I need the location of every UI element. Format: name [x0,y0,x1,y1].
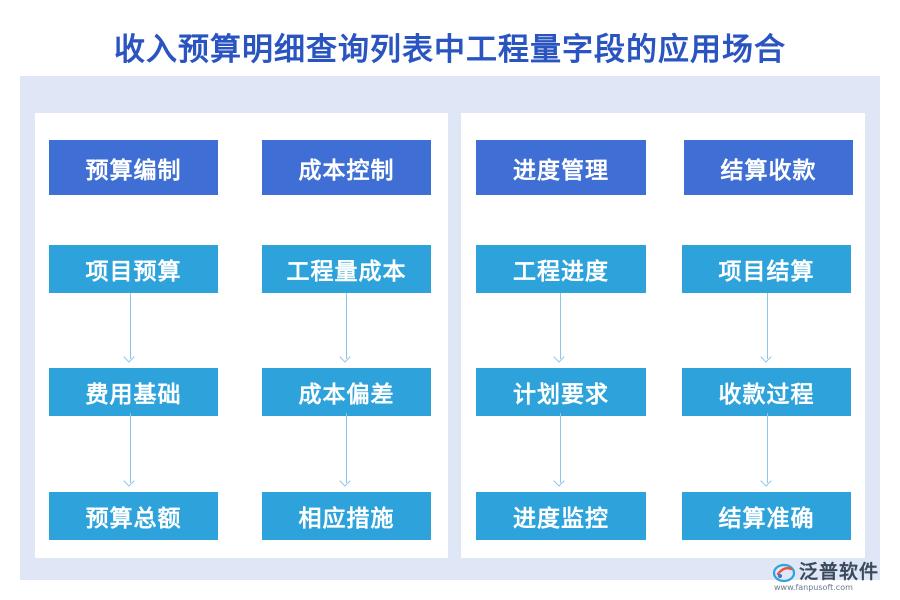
fanpu-logo: 泛普软件 www.fanpusoft.com [772,556,892,596]
step-box: 成本偏差 [262,368,431,416]
step-box: 相应措施 [262,492,431,540]
column-header-progress: 进度管理 [476,140,646,195]
step-box: 预算总额 [49,492,218,540]
step-box: 进度监控 [476,492,646,540]
down-arrow [130,293,131,359]
step-box: 计划要求 [476,368,646,416]
step-box: 项目预算 [49,245,218,293]
step-box: 收款过程 [682,368,851,416]
step-box: 项目结算 [682,245,851,293]
step-box: 结算准确 [682,492,851,540]
down-arrow [346,293,347,359]
column-header-cost: 成本控制 [262,140,431,195]
logo-name: 泛普软件 [799,561,880,583]
down-arrow [346,413,347,483]
logo-url: www.fanpusoft.com [774,583,853,592]
step-box: 费用基础 [49,368,218,416]
down-arrow [767,293,768,359]
page-title: 收入预算明细查询列表中工程量字段的应用场合 [114,32,786,68]
step-box: 工程量成本 [262,245,431,293]
down-arrow [130,413,131,483]
fanpu-logo-icon [772,563,796,583]
step-box: 工程进度 [476,245,646,293]
down-arrow [560,293,561,359]
down-arrow [560,413,561,483]
down-arrow [767,413,768,483]
column-header-budget: 预算编制 [49,140,218,195]
column-header-settlement: 结算收款 [684,140,853,195]
